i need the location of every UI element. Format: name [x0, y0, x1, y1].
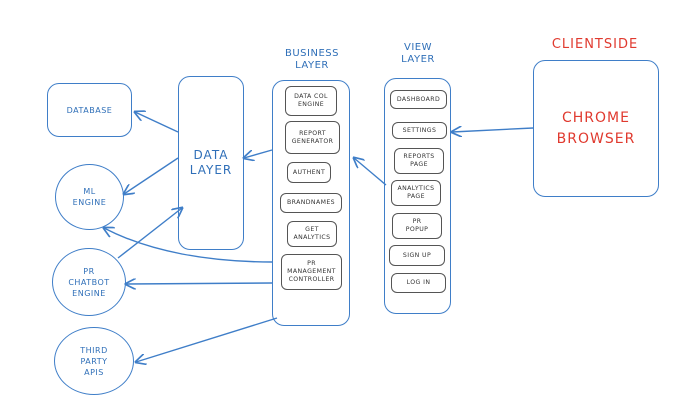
data-layer-box: DATA LAYER	[178, 76, 244, 250]
third-party-apis-label: THIRD PARTY APIS	[80, 345, 108, 377]
third-party-apis-circle: THIRD PARTY APIS	[54, 327, 134, 395]
view-item-reports-page: REPORTS PAGE	[394, 148, 444, 174]
arrow-view-to-business	[354, 158, 387, 186]
pr-chatbot-engine-circle: PR CHATBOT ENGINE	[52, 248, 126, 316]
view-item-sign-up: SIGN UP	[389, 245, 445, 266]
ml-engine-label: ML ENGINE	[72, 187, 107, 207]
view-item-pr-popup: PR POPUP	[392, 213, 442, 239]
arrow-business-to-data	[244, 149, 273, 158]
arrow-browser-to-view	[452, 128, 534, 132]
view-item-analytics-page: ANALYTICS PAGE	[391, 180, 441, 206]
database-label: DATABASE	[66, 105, 113, 115]
business-layer-heading: BUSINESS LAYER	[285, 48, 339, 71]
database-box: DATABASE	[47, 83, 132, 137]
view-layer-heading: VIEW LAYER	[401, 42, 435, 65]
business-layer-container	[272, 80, 350, 326]
arrow-chatbot-to-data	[117, 208, 182, 259]
business-item-authent: AUTHENT	[287, 162, 331, 183]
view-item-dashboard: DASHBOARD	[390, 90, 447, 109]
arrow-data-to-ml	[124, 157, 179, 194]
pr-chatbot-engine-label: PR CHATBOT ENGINE	[68, 266, 110, 298]
business-item-brandnames: BRANDNAMES	[280, 193, 342, 213]
chrome-browser-label: CHROME BROWSER	[556, 109, 636, 147]
clientside-heading: CLIENTSIDE	[551, 37, 639, 52]
business-item-report-generator: REPORT GENERATOR	[285, 121, 340, 154]
business-item-get-analytics: GET ANALYTICS	[287, 221, 337, 247]
arrow-data-to-database	[135, 112, 179, 133]
arrow-business-to-ml	[104, 228, 273, 263]
ml-engine-circle: ML ENGINE	[55, 164, 124, 230]
business-item-pr-management-controller: PR MANAGEMENT CONTROLLER	[281, 254, 342, 290]
business-item-data-col-engine: DATA COL ENGINE	[285, 86, 337, 116]
view-item-log-in: LOG IN	[391, 273, 446, 293]
view-layer-container	[384, 78, 451, 314]
view-item-settings: SETTINGS	[392, 122, 447, 139]
data-layer-label: DATA LAYER	[189, 148, 233, 177]
arrow-business-to-chatbot	[126, 283, 273, 284]
arrow-business-to-thirdparty	[136, 317, 278, 362]
chrome-browser-box: CHROME BROWSER	[533, 60, 659, 197]
